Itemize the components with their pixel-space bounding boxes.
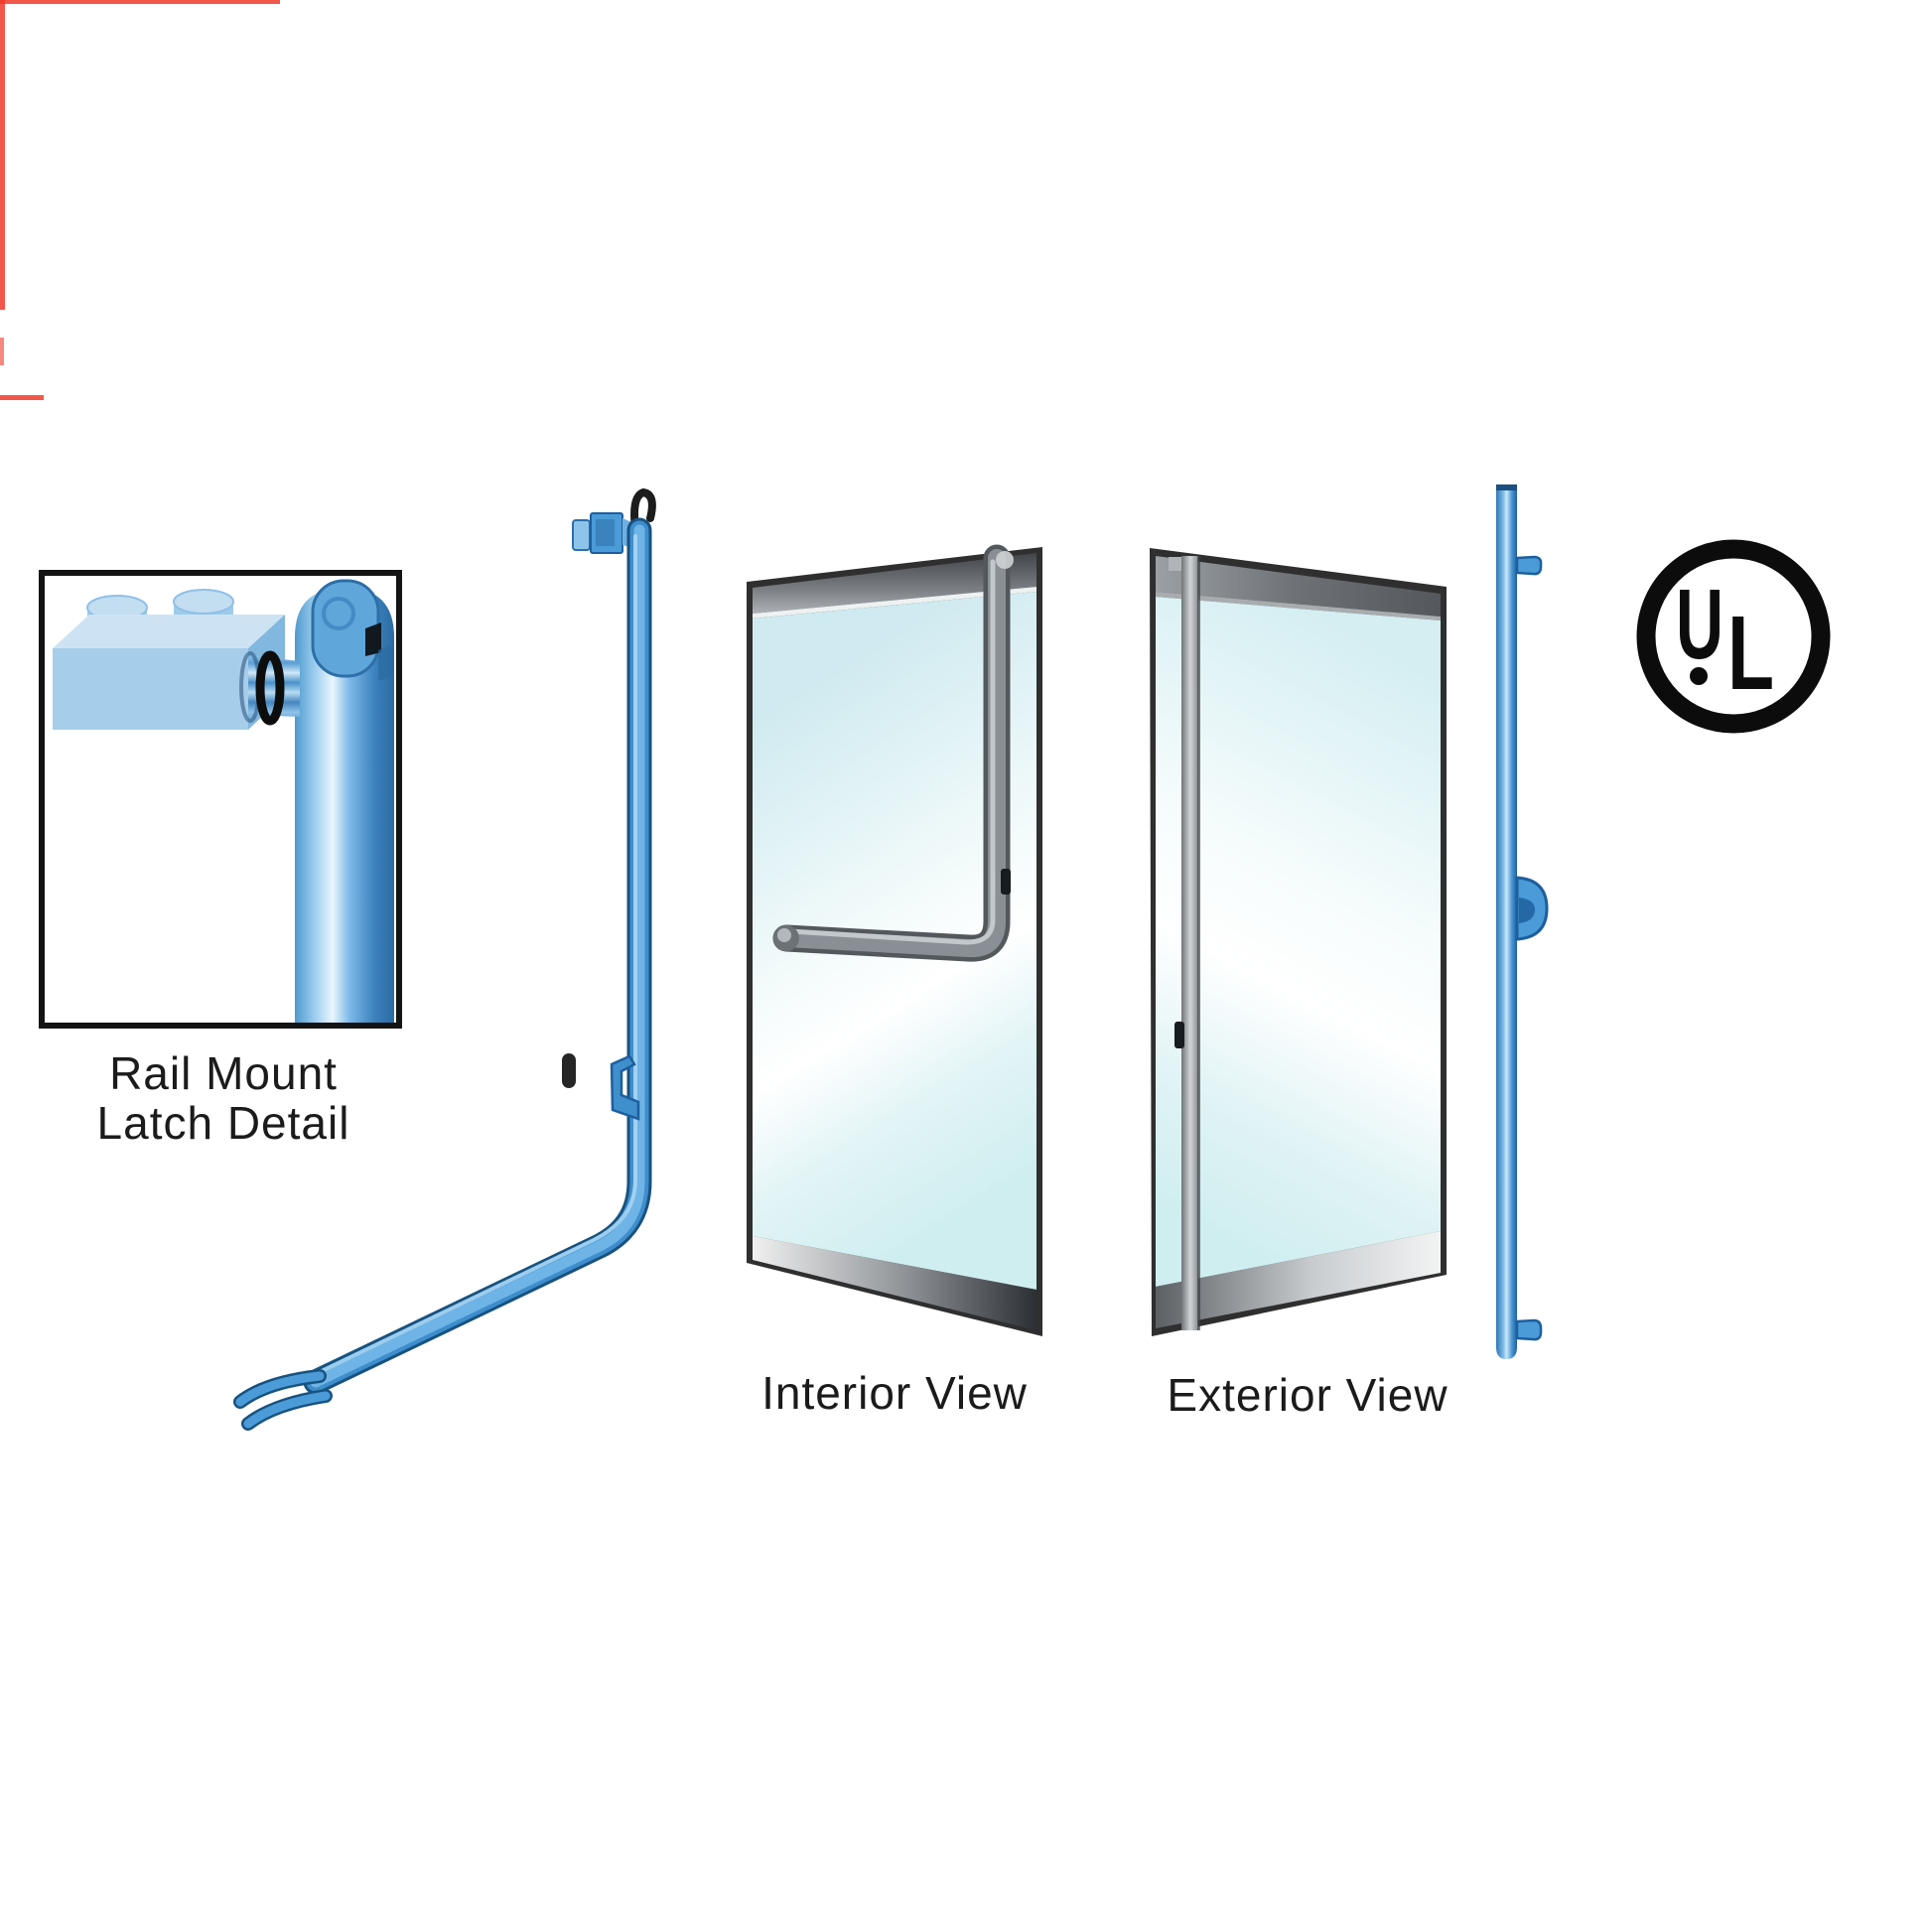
ul-letter-l: L [1727, 595, 1774, 712]
exterior-top-rail [1156, 556, 1441, 617]
handle-fork-tip [233, 1369, 333, 1431]
inset-latch-plunger [239, 650, 300, 726]
exterior-latch-keeper [1174, 1022, 1184, 1048]
interior-l-handle [772, 544, 1014, 962]
handle-top-hook [630, 487, 656, 532]
latch-stud [173, 589, 234, 615]
handle-top-latch [572, 512, 636, 554]
handle-mount-bracket [610, 1054, 640, 1121]
rail-bottom-tab [1515, 1318, 1543, 1341]
handle-top-mount [996, 551, 1014, 569]
ul-letter-u: U [1676, 569, 1724, 680]
plunger-o-ring [255, 650, 285, 726]
ul-circle [1636, 539, 1831, 734]
ul-certification-mark: U L [1636, 539, 1831, 734]
exterior-door [1150, 548, 1447, 1336]
latch-set-screw [562, 1053, 576, 1088]
panic-handle-assembly [233, 487, 656, 1431]
rail-top-tab [1515, 555, 1543, 576]
interior-latch-keeper [1001, 869, 1011, 895]
ul-dot [1690, 667, 1708, 685]
interior-view-caption: Interior View [761, 1367, 1028, 1419]
handle-rail-and-arm [233, 517, 652, 1431]
exterior-view-caption: Exterior View [1167, 1369, 1449, 1421]
interior-bottom-rail [753, 1236, 1036, 1330]
interior-top-rail [753, 553, 1036, 614]
exterior-lock-stile [1169, 556, 1200, 1330]
exterior-bottom-rail [1156, 1231, 1441, 1328]
pivot-circle-detail [322, 597, 355, 630]
exterior-rail-bar [1496, 485, 1517, 1359]
interior-door [747, 544, 1042, 1336]
inset-rail-cylinder [295, 579, 394, 1023]
caption-line: Rail Mount [109, 1047, 338, 1099]
exterior-rail [1496, 484, 1549, 1359]
rail-latch-knob [1515, 876, 1549, 941]
scan-artifact-lines [0, 0, 280, 400]
rail-mount-latch-detail-inset [39, 570, 402, 1029]
pivot-notch [365, 622, 381, 656]
caption-line: Latch Detail [96, 1097, 350, 1149]
exterior-door-glass [1156, 597, 1441, 1287]
rail-mount-latch-detail-caption: Rail Mount Latch Detail [45, 1048, 402, 1148]
